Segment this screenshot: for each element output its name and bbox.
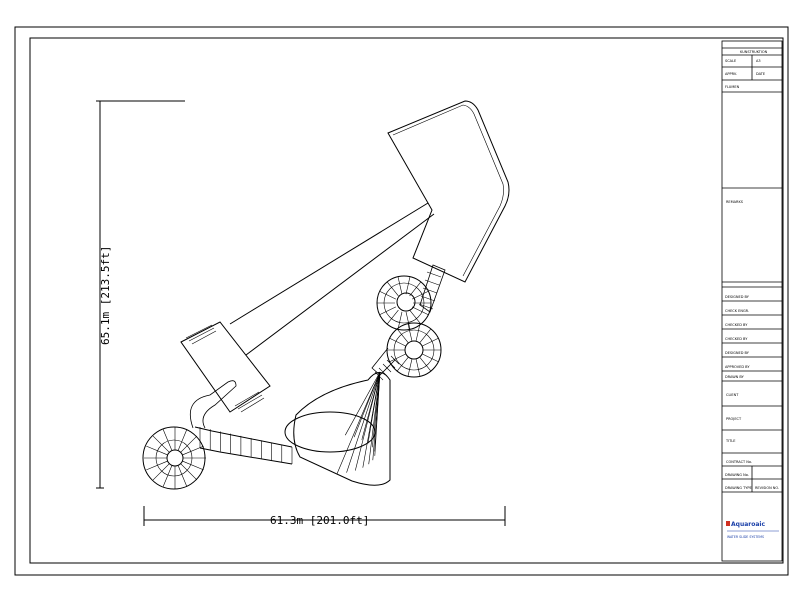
waterslide-plan	[142, 100, 510, 490]
tube-upper	[419, 264, 446, 313]
cone-rib	[361, 371, 381, 440]
bowl-upper-spoke	[379, 291, 397, 300]
tube-middle-tick	[390, 355, 400, 365]
tb-client-label: CLIENT	[726, 393, 739, 397]
bowl-upper-spoke	[411, 291, 429, 300]
bowl-upper-spoke	[405, 276, 411, 295]
bowl-lower-spoke	[421, 338, 439, 347]
tb-drawing-type-label: DRAWING TYPE	[725, 486, 752, 490]
tb-project-label: PROJECT	[726, 417, 742, 421]
tb-role-4: CHECKED BY	[725, 337, 748, 341]
bowl-lower-spoke	[419, 356, 432, 372]
bowl-lower-spoke	[407, 323, 413, 342]
tube-upper-tick	[426, 271, 442, 278]
walkway-edge-lower	[245, 213, 435, 356]
loop-spoke	[162, 429, 173, 451]
tb-size-label: A3	[756, 59, 761, 63]
vertical-dimension	[96, 100, 185, 489]
tube-upper-tick	[418, 303, 434, 310]
loop-spoke	[182, 460, 204, 471]
tb-top-header: KUNSTRUKTION	[740, 50, 768, 54]
bowl-upper-spoke	[386, 309, 399, 325]
tb-revision-label: REVISION NO.	[755, 486, 779, 490]
bowl-upper-spoke	[379, 306, 397, 315]
width-dimension-label: 61.3m [201.0ft]	[270, 514, 369, 527]
horizontal-dimension	[143, 506, 506, 526]
bowl-upper-spoke	[386, 281, 399, 297]
bowl-lower-spoke	[421, 353, 439, 362]
bowl-lower-spoke	[389, 338, 407, 347]
tb-approved-label: APPRV.	[725, 72, 737, 76]
cone-rib	[336, 371, 381, 474]
tb-flumen-label: FLUMEN	[725, 85, 740, 89]
bowl-upper-spoke	[409, 281, 422, 297]
cone-rib	[344, 371, 381, 436]
cone-rib	[374, 371, 381, 452]
tb-role-2: CHECK ENGR.	[725, 309, 749, 313]
stair-lines	[185, 324, 265, 413]
loop-spoke	[177, 429, 188, 451]
bowl-lower-spoke	[389, 353, 407, 362]
loop-spoke	[152, 463, 170, 481]
height-dimension-label: 65.1m [213.5ft]	[99, 246, 112, 345]
bowl-upper-spoke	[397, 276, 403, 295]
bowl-upper-spoke	[409, 309, 422, 325]
tb-role-7: DRAWN BY	[725, 375, 745, 379]
tube-middle-tick	[378, 367, 388, 377]
tb-title-label: TITLE	[725, 439, 735, 443]
title-block	[721, 40, 783, 562]
tube-upper-tick	[420, 295, 436, 302]
cone-rib	[353, 371, 381, 438]
tb-remarks-label: REMARKS	[726, 200, 744, 204]
tube-segment-ticks	[144, 271, 442, 489]
tb-date-label: DATE	[756, 72, 765, 76]
cone-rib	[372, 371, 381, 448]
outer-border	[14, 26, 789, 576]
tube-loop-small	[189, 380, 237, 429]
walkway-edge-upper	[229, 202, 429, 325]
cone-rib	[368, 371, 381, 465]
tube-lower-edge-top	[194, 426, 293, 448]
loop-spoke	[152, 435, 170, 453]
cone-rib	[346, 371, 381, 473]
bowl-lower-spoke	[415, 358, 421, 377]
inner-border	[29, 37, 784, 564]
lower-platform	[180, 321, 271, 413]
tb-role-1: DESIGNED BY	[725, 295, 750, 299]
tb-contract-label: CONTRACT No.	[726, 460, 752, 464]
tube-upper-tick	[422, 287, 438, 294]
company-name: Aquaroaic	[731, 521, 765, 528]
company-logo: Aquaroaic WATER SLIDE SYSTEMS	[726, 521, 779, 539]
bowl-upper-spoke	[405, 311, 411, 330]
bowl-lower-spoke	[396, 356, 409, 372]
loop-spoke	[162, 465, 173, 487]
tb-scale-label: SCALE	[725, 59, 736, 63]
top-platform	[387, 100, 510, 283]
company-sub: WATER SLIDE SYSTEMS	[727, 535, 764, 539]
loop-spoke	[146, 460, 168, 471]
cone-rib	[367, 371, 381, 444]
tube-middle-tick	[382, 363, 392, 373]
tb-drawing-no-label: DRAWING No.	[725, 473, 749, 477]
tube-middle-tick	[374, 371, 384, 381]
bowl-lower-spoke	[407, 358, 413, 377]
tube-middle	[371, 347, 396, 376]
loop-spoke	[146, 445, 168, 456]
loop-spoke	[180, 463, 198, 481]
tb-role-5: DESIGNED BY	[725, 351, 750, 355]
tube-lower-edge-bottom	[199, 447, 293, 465]
bowl-lower-spoke	[396, 328, 409, 344]
bowl-lower-spoke	[419, 328, 432, 344]
tb-role-6: APPROVED BY	[725, 365, 750, 369]
top-platform-inner	[392, 104, 504, 277]
bowl-lower-spoke	[415, 323, 421, 342]
bowl-upper-spoke	[397, 311, 403, 330]
loop-spoke	[177, 465, 188, 487]
tube-middle-tick	[386, 359, 396, 369]
tb-role-3: CHECKED BY	[725, 323, 748, 327]
loop-spoke	[180, 435, 198, 453]
bowl-upper-spoke	[411, 306, 429, 315]
tube-upper-tick	[424, 279, 440, 286]
